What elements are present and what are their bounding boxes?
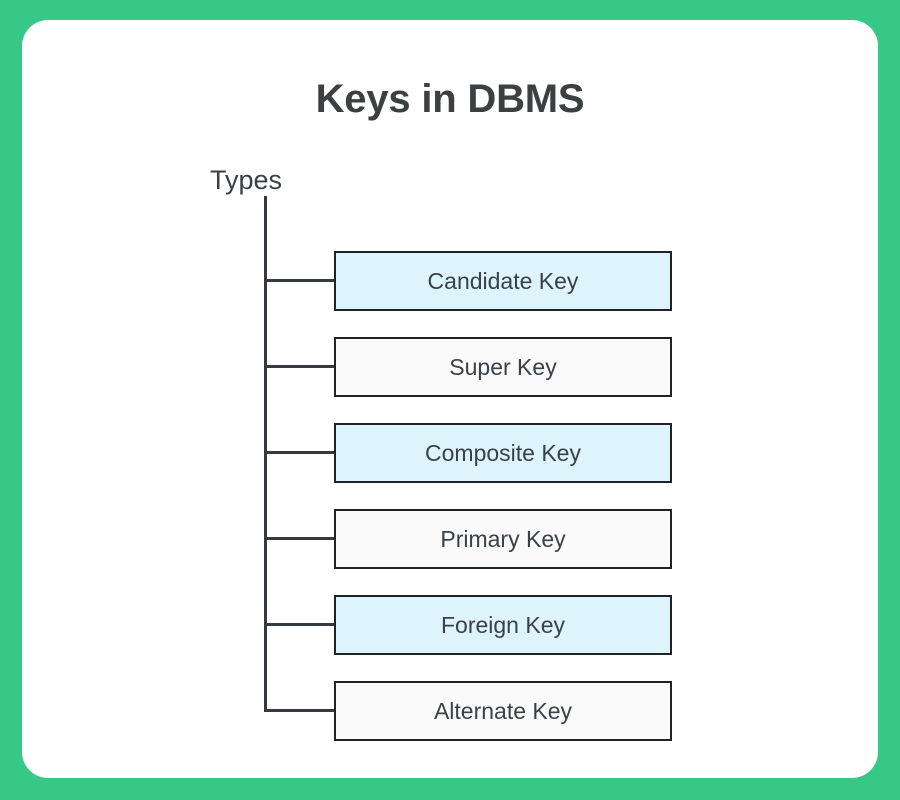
node-primary-key[interactable]: Primary Key — [334, 509, 672, 569]
content-card: Keys in DBMS Types Candidate Key Super K… — [22, 20, 878, 778]
node-super-key[interactable]: Super Key — [334, 337, 672, 397]
tree-node-row: Alternate Key — [22, 681, 878, 741]
node-composite-key[interactable]: Composite Key — [334, 423, 672, 483]
connector-line — [264, 279, 334, 282]
tree-node-row: Primary Key — [22, 509, 878, 569]
connector-line — [264, 537, 334, 540]
connector-line — [264, 709, 334, 712]
page-title: Keys in DBMS — [315, 77, 585, 121]
tree-node-row: Super Key — [22, 337, 878, 397]
tree-root-label: Types — [210, 165, 283, 195]
tree-trunk-line — [264, 196, 267, 712]
keys-tree-diagram: Types Candidate Key Super Key Composite … — [22, 20, 878, 778]
tree-node-row: Candidate Key — [22, 251, 878, 311]
node-foreign-key[interactable]: Foreign Key — [334, 595, 672, 655]
node-alternate-key[interactable]: Alternate Key — [334, 681, 672, 741]
tree-node-row: Foreign Key — [22, 595, 878, 655]
tree-node-row: Composite Key — [22, 423, 878, 483]
connector-line — [264, 451, 334, 454]
connector-line — [264, 623, 334, 626]
node-candidate-key[interactable]: Candidate Key — [334, 251, 672, 311]
connector-line — [264, 365, 334, 368]
